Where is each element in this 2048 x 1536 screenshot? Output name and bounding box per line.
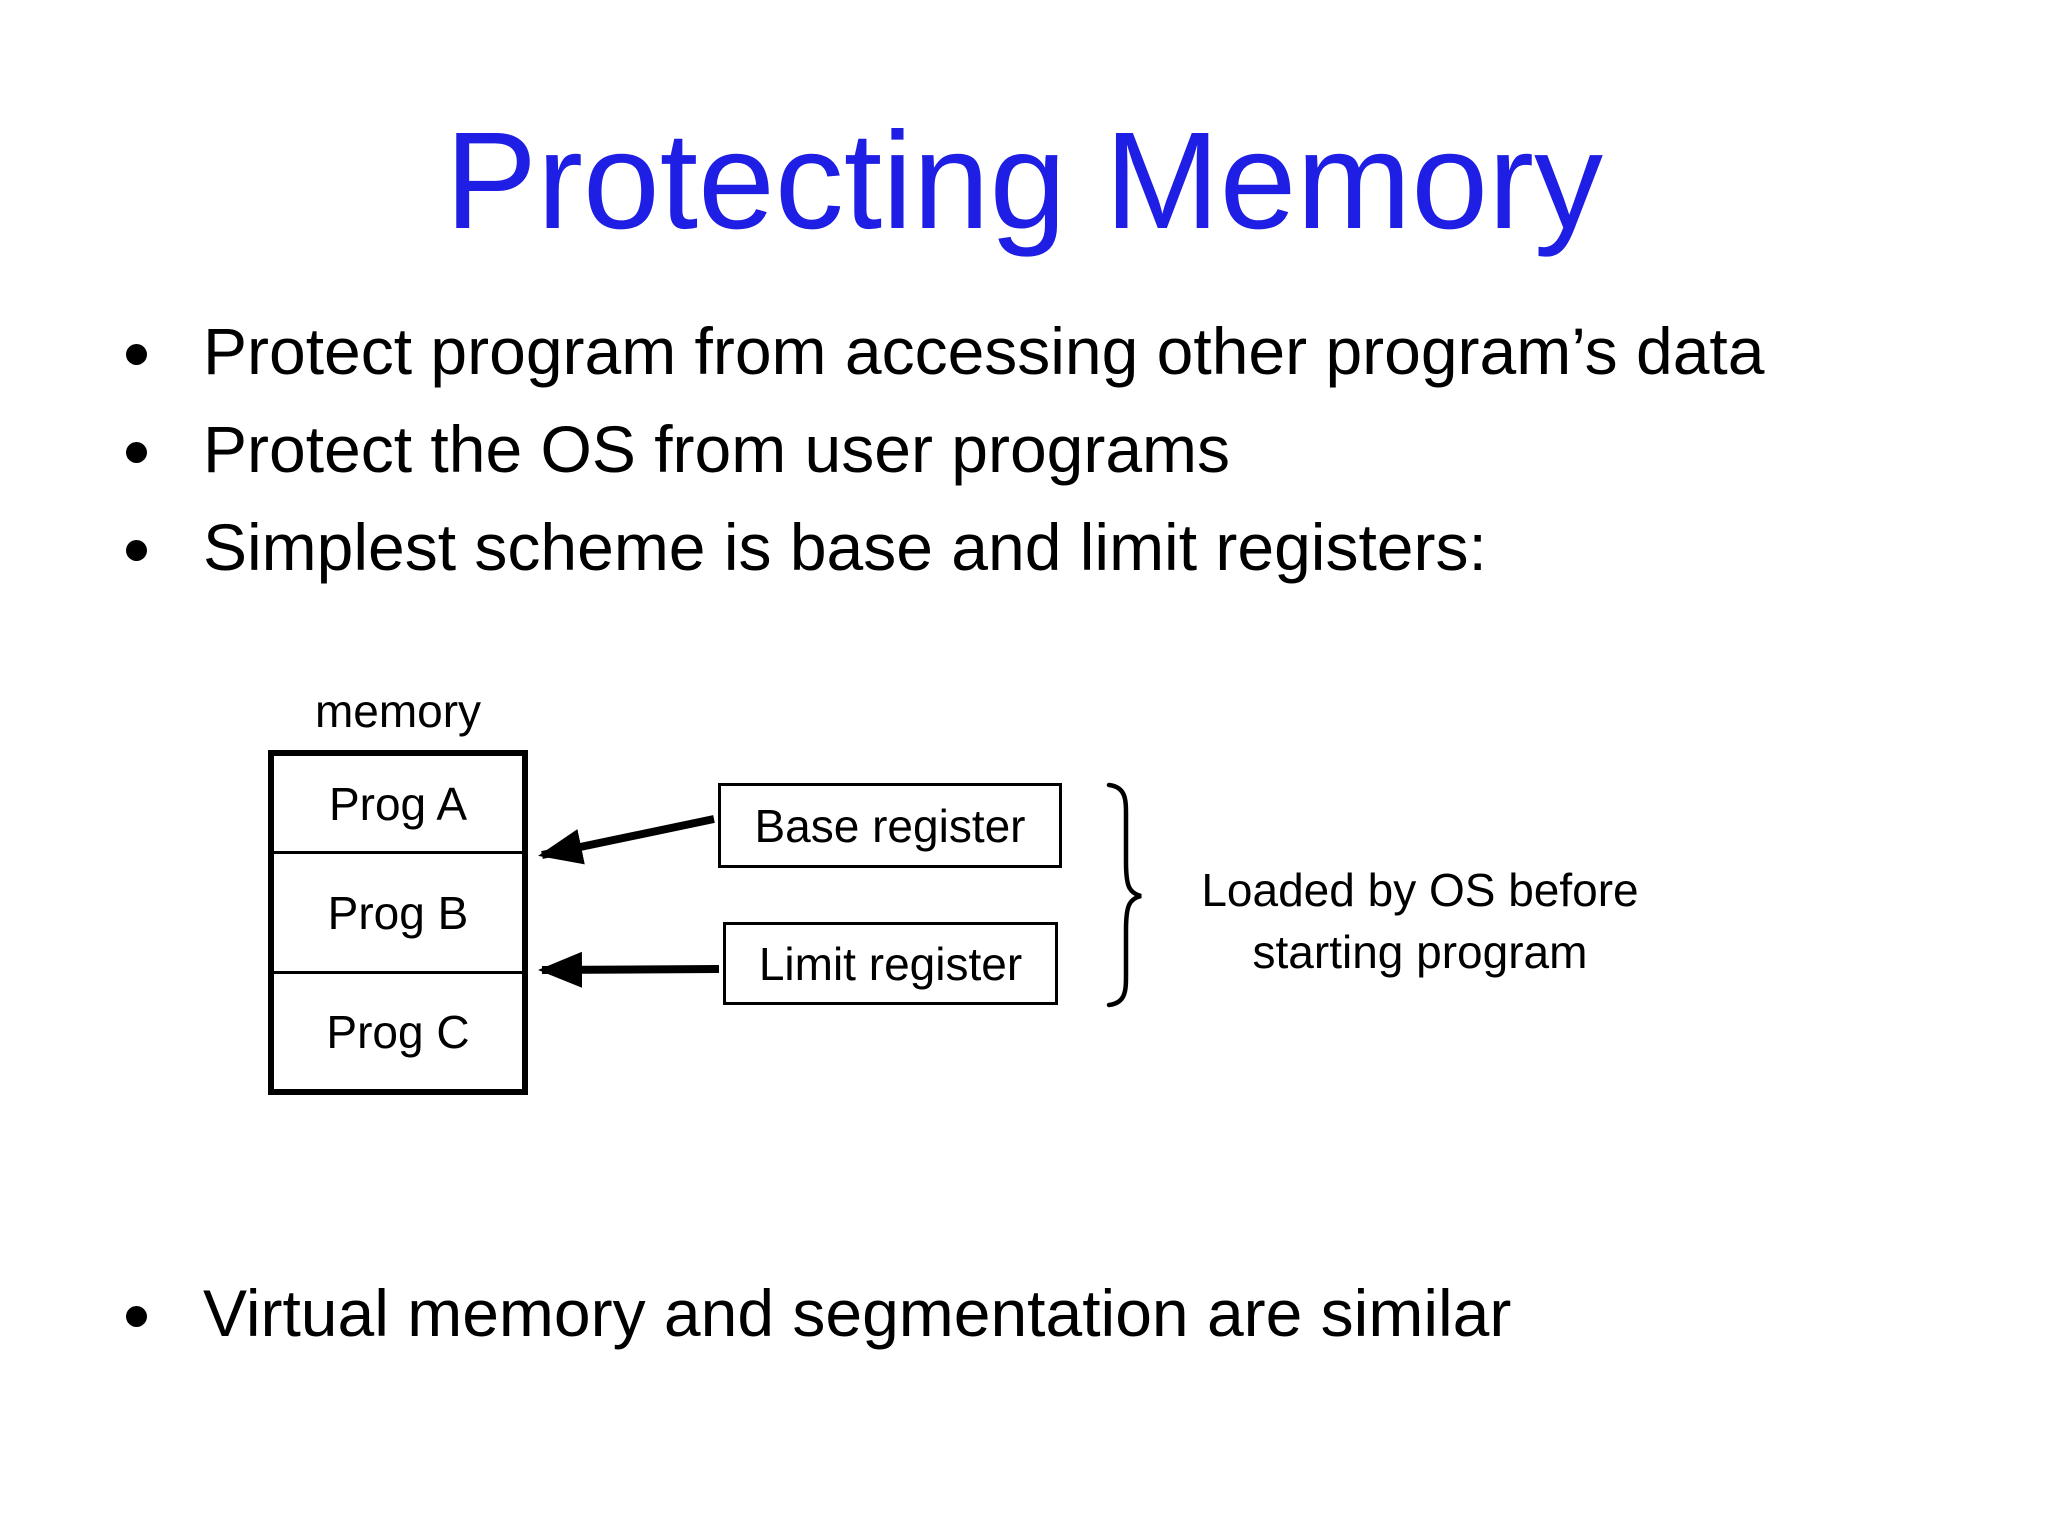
memory-section-prog-b: Prog B: [274, 854, 522, 974]
memory-box: Prog A Prog B Prog C: [268, 750, 528, 1095]
brace-caption-line-2: starting program: [1252, 926, 1588, 978]
memory-section-prog-a: Prog A: [274, 756, 522, 854]
base-register-label: Base register: [754, 799, 1026, 852]
bullet-dot-icon: [126, 442, 147, 463]
bullet-text-1: Protect program from accessing other pro…: [203, 314, 1765, 388]
prog-c-label: Prog C: [326, 1005, 470, 1058]
bullet-text-4: Virtual memory and segmentation are simi…: [203, 1276, 1512, 1350]
prog-b-label: Prog B: [327, 886, 469, 939]
bullet-item-2: Protect the OS from user programs: [126, 416, 1230, 482]
bullet-dot-icon: [126, 540, 147, 561]
memory-diagram-label: memory: [314, 685, 482, 737]
bullet-item-4: Virtual memory and segmentation are simi…: [126, 1280, 1511, 1346]
memory-section-prog-c: Prog C: [274, 974, 522, 1089]
brace-caption-line-1: Loaded by OS before: [1201, 864, 1639, 916]
bullet-item-1: Protect program from accessing other pro…: [126, 318, 1764, 384]
bullet-text-2: Protect the OS from user programs: [203, 412, 1231, 486]
limit-register-box: Limit register: [723, 922, 1058, 1005]
bullet-dot-icon: [126, 1306, 147, 1327]
base-register-arrow: [538, 815, 715, 865]
bullet-dot-icon: [126, 344, 147, 365]
bullet-text-3: Simplest scheme is base and limit regist…: [203, 510, 1487, 584]
slide-title: Protecting Memory: [444, 104, 1604, 258]
base-register-box: Base register: [718, 783, 1062, 868]
brace-caption: Loaded by OS before starting program: [1160, 859, 1680, 983]
limit-register-arrow: [538, 951, 720, 988]
limit-register-label: Limit register: [758, 937, 1023, 990]
prog-a-label: Prog A: [328, 777, 468, 830]
right-curly-brace: [1106, 782, 1142, 1008]
bullet-item-3: Simplest scheme is base and limit regist…: [126, 514, 1487, 580]
